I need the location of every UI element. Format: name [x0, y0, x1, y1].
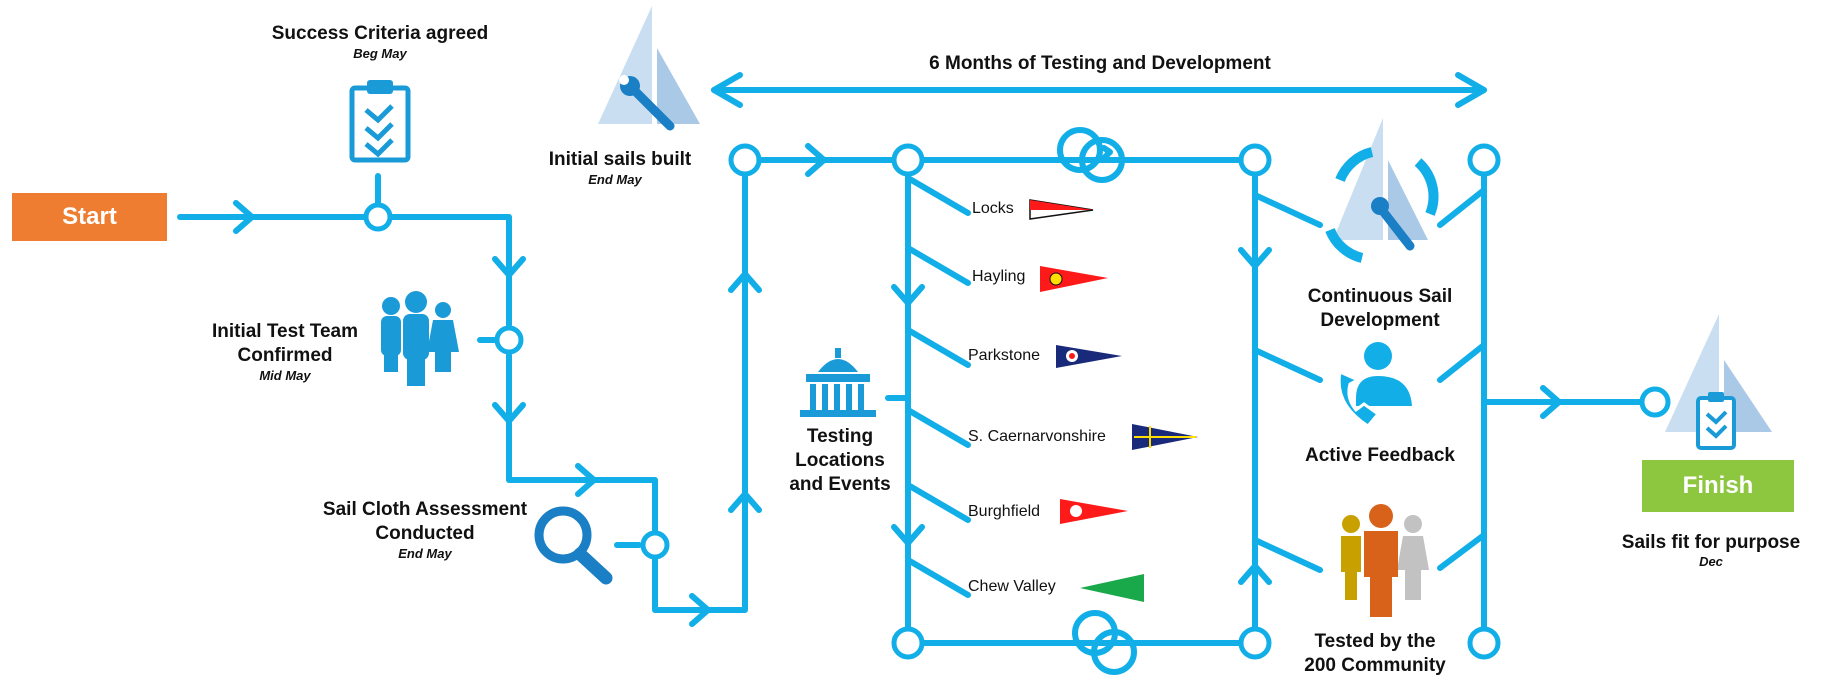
flag-hayling [1040, 266, 1108, 292]
development-line1: Continuous Sail [1307, 286, 1453, 307]
finish-title: Sails fit for purpose [1621, 532, 1801, 553]
team-title-line2: Confirmed [237, 345, 333, 366]
team-title-line1: Initial Test Team [211, 321, 359, 342]
feedback-label: Active Feedback [1305, 445, 1455, 466]
building-icon [800, 348, 876, 417]
community-line1: Tested by the [1314, 631, 1436, 652]
location-burghfield: Burghfield [968, 503, 1041, 520]
timeline-label: 6 Months of Testing and Development [929, 53, 1271, 74]
sails-date: End May [588, 172, 642, 187]
testing-line2: Locations [795, 450, 885, 471]
flow-lines [177, 72, 1645, 675]
phone-person-icon [1337, 342, 1412, 428]
location-s-caernarvonshire: S. Caernarvonshire [968, 428, 1106, 445]
testing-line3: and Events [789, 474, 891, 495]
flag-locks [1029, 199, 1094, 220]
success-title: Success Criteria agreed [271, 23, 489, 44]
flag-s-caernarvonshire [1132, 424, 1198, 450]
flag-parkstone [1056, 345, 1122, 368]
success-date: Beg May [353, 46, 407, 61]
location-locks: Locks [972, 200, 1014, 217]
sail-wrench-icon [598, 6, 700, 131]
flag-chew-valley [1080, 574, 1144, 602]
finish-box: Finish [1642, 460, 1794, 512]
community-line2: 200 Community [1304, 655, 1446, 676]
cycle-icon [1325, 118, 1439, 263]
location-hayling: Hayling [972, 268, 1026, 285]
location-chew-valley: Chew Valley [968, 578, 1056, 595]
cloth-title-line1: Sail Cloth Assessment [322, 499, 528, 520]
community-icon [1341, 504, 1429, 617]
clipboard-icon [349, 80, 411, 163]
location-parkstone: Parkstone [968, 347, 1041, 364]
team-icon [381, 291, 459, 386]
start-box: Start [12, 193, 167, 241]
development-line2: Development [1320, 310, 1440, 331]
sails-title: Initial sails built [548, 149, 692, 170]
finish-date: Dec [1699, 554, 1723, 569]
finish-label: Finish [1682, 472, 1754, 499]
cloth-title-line2: Conducted [375, 523, 475, 544]
team-date: Mid May [259, 368, 311, 383]
sail-clipboard-icon [1665, 314, 1772, 450]
testing-line1: Testing [806, 426, 874, 447]
magnifier-icon [534, 506, 613, 585]
start-label: Start [62, 203, 117, 230]
flow-nodes [363, 143, 1671, 660]
cloth-date: End May [398, 546, 452, 561]
flag-burghfield [1060, 499, 1128, 524]
